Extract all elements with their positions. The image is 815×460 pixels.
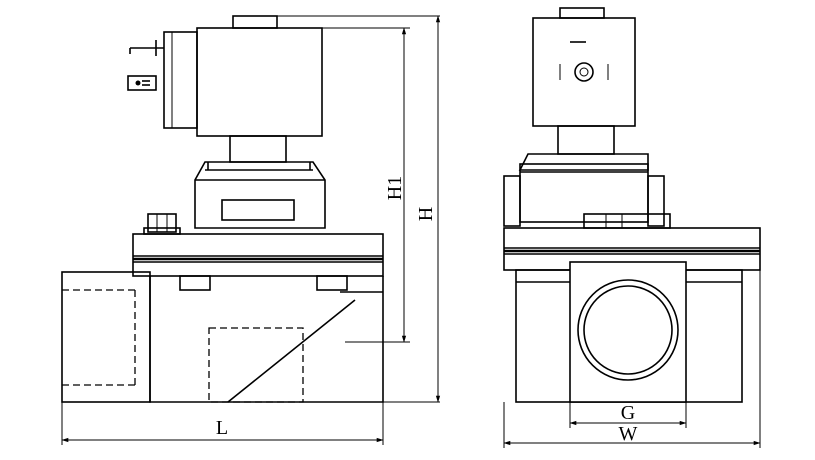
front-view (503, 7, 761, 403)
port-outer (577, 279, 679, 381)
h1-label: H1 (384, 176, 406, 200)
g-label: G (621, 402, 635, 424)
terminal-block (163, 31, 198, 129)
valve-body (149, 276, 384, 403)
terminal-pin-bottom (127, 75, 157, 91)
h-label: H (415, 207, 437, 221)
port-inner (583, 285, 673, 375)
front-dimensions: G W (503, 270, 761, 448)
valve-bonnet (194, 161, 326, 229)
solenoid-coil-front (532, 17, 636, 127)
w-label: W (619, 423, 638, 445)
side-dimensions: H1 H L (61, 15, 441, 445)
coil-cap (232, 15, 278, 29)
side-view (61, 15, 398, 403)
coil-cap-front (559, 7, 605, 19)
body-partition (227, 299, 356, 403)
armature-tube-front (557, 125, 615, 155)
cover-flange (132, 233, 384, 277)
outlet-port-hidden (208, 327, 304, 403)
port-housing (569, 261, 687, 403)
cover-bolt (147, 213, 177, 233)
inlet-port (61, 271, 151, 403)
l-label: L (216, 417, 228, 439)
armature-tube (229, 135, 287, 163)
coil-screw (574, 62, 594, 82)
solenoid-coil (196, 27, 323, 137)
